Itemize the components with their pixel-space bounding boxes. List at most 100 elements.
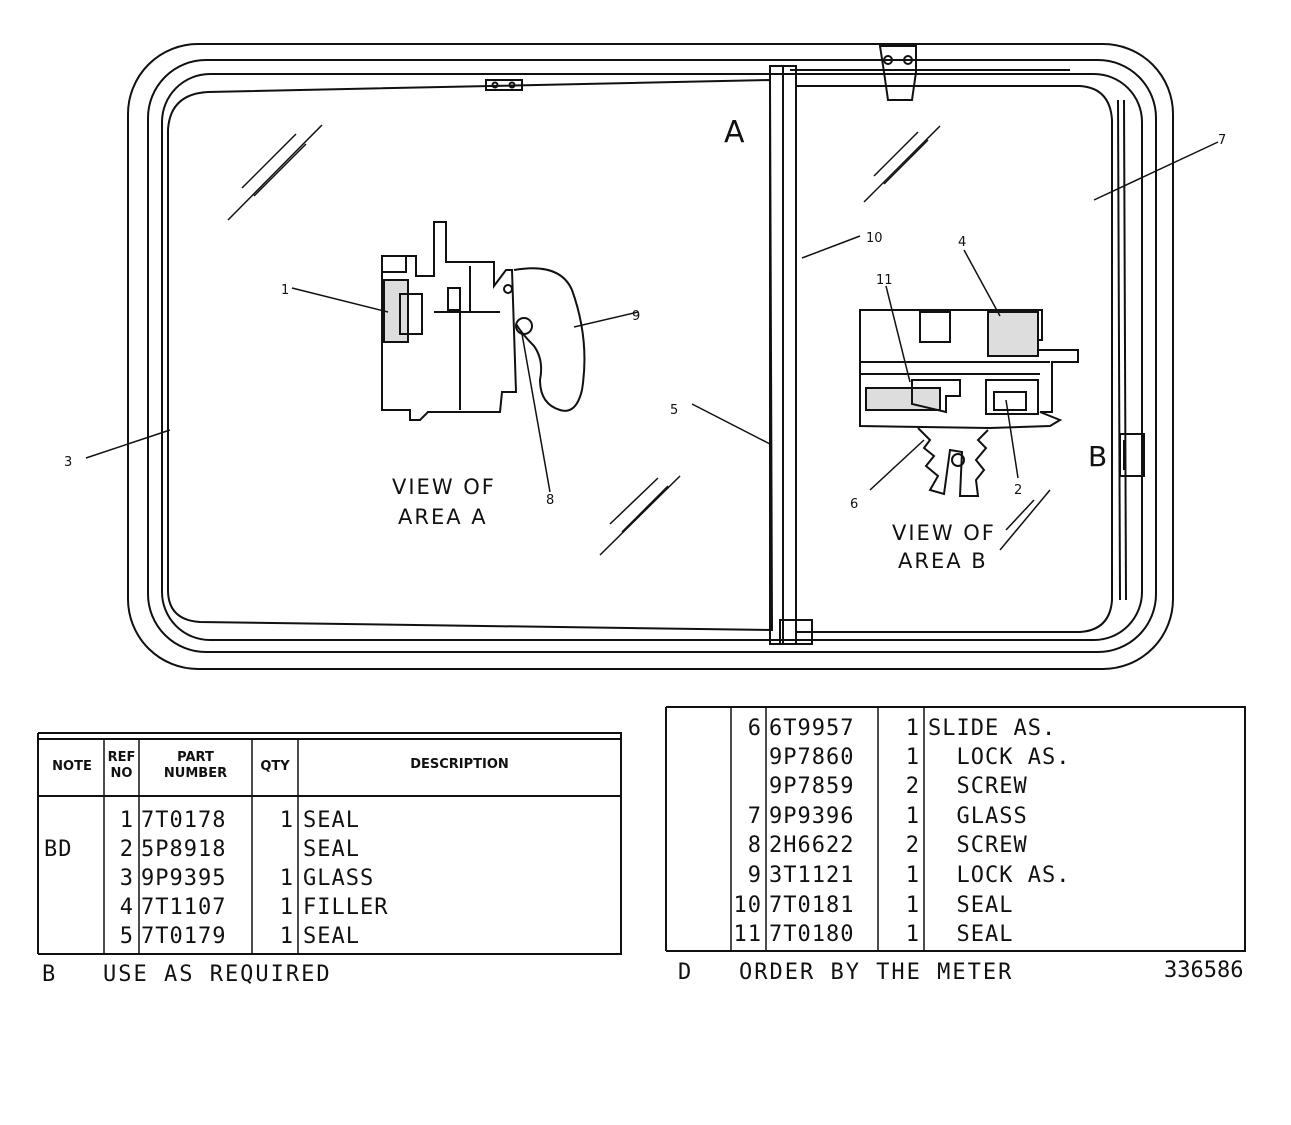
- table-row: 1 7T0178 1 SEAL: [38, 806, 622, 835]
- callout-8: 8: [546, 493, 554, 508]
- qty-cell: 1: [905, 893, 920, 918]
- part-cell: 6T9957: [769, 716, 855, 741]
- header-description: DESCRIPTION: [410, 757, 509, 772]
- view-a-label-line1: VIEW OF: [392, 475, 496, 499]
- callout-6: 6: [850, 497, 858, 512]
- header-part-line2: NUMBER: [163, 766, 228, 781]
- callout-2: 2: [1014, 483, 1022, 498]
- qty-cell: 1: [905, 863, 920, 888]
- left-glass-pane: [167, 78, 774, 632]
- table-row: 6 6T9957 1 SLIDE AS.: [666, 714, 1246, 743]
- qty-cell: 1: [905, 716, 920, 741]
- left-table: 1 7T0178 1 SEAL BD 2 5P8918 SEAL 3 9P939…: [38, 806, 622, 956]
- left-table-lines: [37, 706, 1246, 955]
- table-row: 9P7860 1 LOCK AS.: [666, 743, 1246, 772]
- part-cell: 7T0179: [141, 924, 227, 949]
- table-row: 9P7859 2 SCREW: [666, 772, 1246, 801]
- header-note: NOTE: [52, 759, 92, 774]
- qty-cell: 1: [279, 924, 294, 949]
- desc-cell: LOCK AS.: [928, 863, 1071, 888]
- header-ref-no-line2: NO: [110, 766, 133, 781]
- table-row: BD 2 5P8918 SEAL: [38, 835, 622, 864]
- desc-cell: SCREW: [928, 774, 1028, 799]
- callout-4: 4: [958, 235, 966, 250]
- ref-cell: 7: [747, 804, 762, 829]
- qty-cell: 1: [279, 808, 294, 833]
- left-footnote: B USE AS REQUIRED: [42, 962, 332, 987]
- side-latch-icon: [1119, 433, 1145, 477]
- area-b-letter: B: [1088, 440, 1107, 473]
- table-row: 11 7T0180 1 SEAL: [666, 920, 1246, 949]
- ref-cell: 5: [119, 924, 134, 949]
- part-cell: 9P9396: [769, 804, 855, 829]
- callout-7: 7: [1218, 133, 1226, 148]
- window-diagram: A B VIEW OF AREA A VIEW OF AREA B 1 2 3 …: [64, 43, 1226, 670]
- ref-cell: 8: [747, 833, 762, 858]
- header-ref-no-line1: REF: [107, 750, 136, 765]
- view-a-label-line2: AREA A: [398, 505, 488, 529]
- desc-cell: FILLER: [303, 895, 389, 920]
- part-cell: 2H6622: [769, 833, 855, 858]
- ref-cell: 4: [119, 895, 134, 920]
- table-row: 9 3T1121 1 LOCK AS.: [666, 861, 1246, 890]
- qty-cell: 1: [905, 745, 920, 770]
- part-cell: 7T1107: [141, 895, 227, 920]
- header-qty: QTY: [260, 759, 290, 774]
- table-row: 4 7T1107 1 FILLER: [38, 893, 622, 922]
- desc-cell: SLIDE AS.: [928, 716, 1057, 741]
- ref-cell: 9: [747, 863, 762, 888]
- desc-cell: SEAL: [928, 893, 1014, 918]
- note-cell: BD: [44, 837, 73, 862]
- ref-cell: 11: [733, 922, 762, 947]
- part-cell: 9P7860: [769, 745, 855, 770]
- drawing-number: 336586: [1164, 958, 1244, 983]
- part-cell: 3T1121: [769, 863, 855, 888]
- desc-cell: GLASS: [303, 866, 375, 891]
- top-latch-icon: [878, 45, 917, 101]
- area-a-letter: A: [724, 115, 745, 150]
- table-row: 7 9P9396 1 GLASS: [666, 802, 1246, 831]
- qty-cell: 1: [905, 804, 920, 829]
- callout-9: 9: [632, 309, 640, 324]
- callout-11: 11: [876, 273, 893, 288]
- right-glass-pane: [796, 85, 1113, 633]
- ref-cell: 3: [119, 866, 134, 891]
- callout-5: 5: [670, 403, 678, 418]
- callout-3: 3: [64, 455, 72, 470]
- qty-cell: 1: [279, 866, 294, 891]
- desc-cell: SEAL: [303, 837, 360, 862]
- ref-cell: 6: [747, 716, 762, 741]
- desc-cell: SCREW: [928, 833, 1028, 858]
- part-cell: 7T0180: [769, 922, 855, 947]
- part-cell: 9P7859: [769, 774, 855, 799]
- callout-10: 10: [866, 231, 883, 246]
- callout-1: 1: [281, 283, 289, 298]
- ref-cell: 10: [733, 893, 762, 918]
- ref-cell: 1: [119, 808, 134, 833]
- right-table: 6 6T9957 1 SLIDE AS. 9P7860 1 LOCK AS. 9…: [666, 714, 1246, 950]
- qty-cell: 1: [905, 922, 920, 947]
- table-row: 10 7T0181 1 SEAL: [666, 891, 1246, 920]
- part-cell: 7T0181: [769, 893, 855, 918]
- desc-cell: SEAL: [303, 808, 360, 833]
- window-frame-outer: [127, 43, 1174, 670]
- desc-cell: SEAL: [928, 922, 1014, 947]
- ref-cell: 2: [119, 837, 134, 862]
- table-row: 8 2H6622 2 SCREW: [666, 831, 1246, 860]
- part-cell: 5P8918: [141, 837, 227, 862]
- desc-cell: SEAL: [303, 924, 360, 949]
- qty-cell: 1: [279, 895, 294, 920]
- view-b-label-line2: AREA B: [898, 549, 988, 573]
- view-area-a-detail: [381, 221, 586, 421]
- table-row: 3 9P9395 1 GLASS: [38, 864, 622, 893]
- window-frame-inner: [161, 73, 1143, 641]
- window-frame-middle: [147, 59, 1157, 653]
- header-part-line1: PART: [177, 750, 214, 765]
- qty-cell: 2: [905, 774, 920, 799]
- qty-cell: 2: [905, 833, 920, 858]
- desc-cell: GLASS: [928, 804, 1028, 829]
- part-cell: 9P9395: [141, 866, 227, 891]
- view-b-label-line1: VIEW OF: [892, 521, 996, 545]
- part-cell: 7T0178: [141, 808, 227, 833]
- top-bracket: [485, 79, 523, 91]
